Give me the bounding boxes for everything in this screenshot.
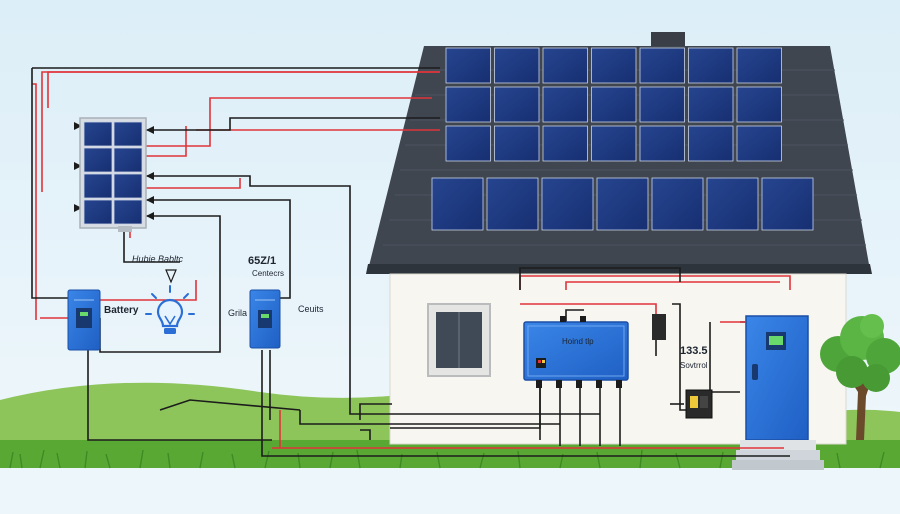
roof-solar-array-top [445,47,782,162]
solar-cell [486,177,539,231]
grid-label: Grila [228,308,247,318]
roof-edge [366,264,872,274]
solar-cell [639,125,685,162]
solar-cell [591,125,637,162]
solar-cell [639,47,685,84]
controller-value: 133.5 [680,345,708,357]
solar-cell [651,177,704,231]
solar-cell [542,125,588,162]
hub-box-label: Hoind tlp [562,337,594,346]
solar-cell [542,47,588,84]
house-door [740,315,809,441]
solar-cell [113,199,143,225]
solar-cell [736,125,782,162]
solar-cell [83,173,113,199]
door-steps [732,440,824,470]
solar-cell [688,86,734,123]
wire-arrowheads [74,122,154,220]
reading-value: 65Z/1 [248,255,276,267]
solar-cell [591,86,637,123]
solar-cell [688,47,734,84]
roof-solar-array-bottom [431,177,814,231]
grid-inverter[interactable] [249,289,281,349]
solar-cell [494,125,540,162]
solar-cell [494,86,540,123]
solar-cell [494,47,540,84]
charge-controller[interactable] [685,389,713,419]
solar-cell [445,125,491,162]
reading-caption: Centecrs [252,269,284,278]
solar-cell [591,47,637,84]
red-wires [32,71,791,449]
solar-cell [113,121,143,147]
solar-cell [706,177,759,231]
solar-cell [736,47,782,84]
house-window [427,303,491,377]
standalone-solar-panel [79,117,147,232]
junction-box [652,314,666,340]
solar-cell [113,147,143,173]
solar-cell [761,177,814,231]
battery-label: Battery [104,305,139,316]
solar-cell [736,86,782,123]
solar-cell [431,177,484,231]
chimney-icon [651,32,685,48]
solar-cell [639,86,685,123]
solar-cell [445,86,491,123]
solar-cell [596,177,649,231]
foreground-ground [0,468,900,514]
circuits-label: Ceuits [298,304,324,314]
solar-cell [541,177,594,231]
solar-cell [113,173,143,199]
solar-cell [83,199,113,225]
solar-panel-caption: Hubie Babltc [132,254,184,264]
solar-cell [688,125,734,162]
solar-cell [83,147,113,173]
lightbulb-icon [145,269,195,334]
solar-cell [83,121,113,147]
controller-caption: Sovtrrol [680,361,708,370]
tree-icon [820,314,900,440]
battery-unit[interactable] [67,289,101,351]
hub-box[interactable] [523,316,629,388]
solar-cell [542,86,588,123]
solar-cell [445,47,491,84]
